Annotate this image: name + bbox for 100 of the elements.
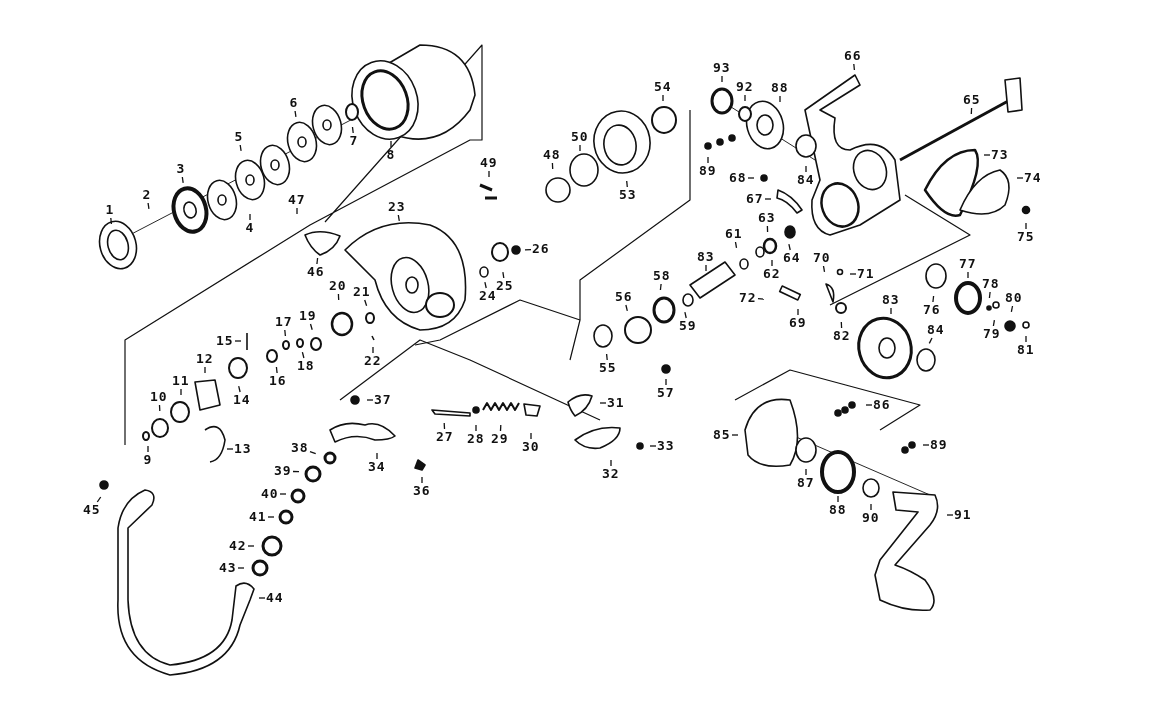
leader-line [849,273,857,275]
callout-number: 38 [291,441,309,455]
leader-line [705,264,707,272]
leader-line [96,496,102,503]
leader-line [932,295,935,303]
callout-number: 26 [532,242,550,256]
callout-number: 28 [467,432,485,446]
leader-line [309,323,313,331]
callout-number: 84 [797,173,815,187]
callout-number: 47 [288,193,306,207]
callout-number: 15 [216,334,234,348]
callout-number: 71 [857,267,875,281]
leader-line [659,283,662,291]
leader-line [649,445,657,447]
leader-line [524,248,532,251]
leader-line [779,95,781,103]
callout-number: 48 [543,148,561,162]
callout-number: 64 [783,251,801,265]
callout-number: 59 [679,319,697,333]
callout-number: 2 [142,188,152,202]
leader-line [734,241,738,249]
callout-number: 29 [491,432,509,446]
leader-line [530,432,532,440]
callout-number: 9 [143,453,153,467]
callout-number: 86 [873,398,891,412]
callout-number: 63 [758,211,776,225]
callout-number: 37 [374,393,392,407]
callout-number: 20 [329,279,347,293]
leader-line [1025,335,1027,343]
leader-line [309,450,317,455]
leader-line [797,308,799,316]
leader-line [599,402,607,404]
leader-line [249,213,251,221]
callout-number: 70 [813,251,831,265]
callout-number: 1 [105,203,115,217]
leader-line [499,424,502,432]
leader-line [180,388,182,396]
callout-number: 57 [657,386,675,400]
callout-number: 53 [619,188,637,202]
leader-line [747,177,755,179]
leader-line [292,470,300,473]
leader-line [443,422,446,430]
leader-line [870,503,872,511]
leader-line [301,351,305,359]
callout-number: 89 [930,438,948,452]
callout-number: 81 [1017,343,1035,357]
callout-number: 19 [299,309,317,323]
callout-number: 66 [844,49,862,63]
leader-line [502,271,505,279]
leader-line [625,304,628,312]
leader-line [372,346,374,354]
callout-number: 14 [233,393,251,407]
leader-line [234,340,242,342]
leader-line [771,259,773,267]
leader-line [967,271,969,279]
leader-line [397,214,400,222]
callout-number: 88 [771,81,789,95]
callout-number: 5 [234,130,244,144]
leader-line [890,307,892,315]
callout-number: 27 [436,430,454,444]
callout-number: 32 [602,467,620,481]
callout-number: 24 [479,289,497,303]
leader-line [110,217,113,225]
leader-line [988,291,991,299]
leader-line [488,170,490,178]
leader-line [337,293,340,301]
callout-number: 67 [746,192,764,206]
leader-line [551,162,554,170]
callout-number: 4 [245,221,255,235]
callout-number: 82 [833,329,851,343]
callout-number: 40 [261,487,279,501]
leader-line [766,225,769,233]
callout-number: 21 [353,285,371,299]
leader-line [238,385,241,393]
leader-line [366,399,374,401]
leader-line [284,329,287,337]
callout-number: 74 [1024,171,1042,185]
leader-line [376,452,378,460]
leader-line [757,298,765,300]
callout-number: 25 [496,279,514,293]
leader-line [626,180,628,188]
callout-number: 92 [736,80,754,94]
callout-number: 54 [654,80,672,94]
callout-number: 36 [413,484,431,498]
callout-number: 6 [289,96,299,110]
callout-number: 88 [829,503,847,517]
leader-line [721,75,723,83]
leader-line [707,156,709,164]
leader-line [279,493,287,495]
leader-line [610,459,612,467]
leader-line [853,63,856,71]
callout-number: 11 [172,374,190,388]
leader-line [267,516,275,518]
leader-line [764,198,772,200]
callout-number: 91 [954,508,972,522]
leader-line [731,434,739,436]
callout-number: 80 [1005,291,1023,305]
callout-number: 83 [697,250,715,264]
leader-line [1016,177,1024,179]
callout-number: 69 [789,316,807,330]
